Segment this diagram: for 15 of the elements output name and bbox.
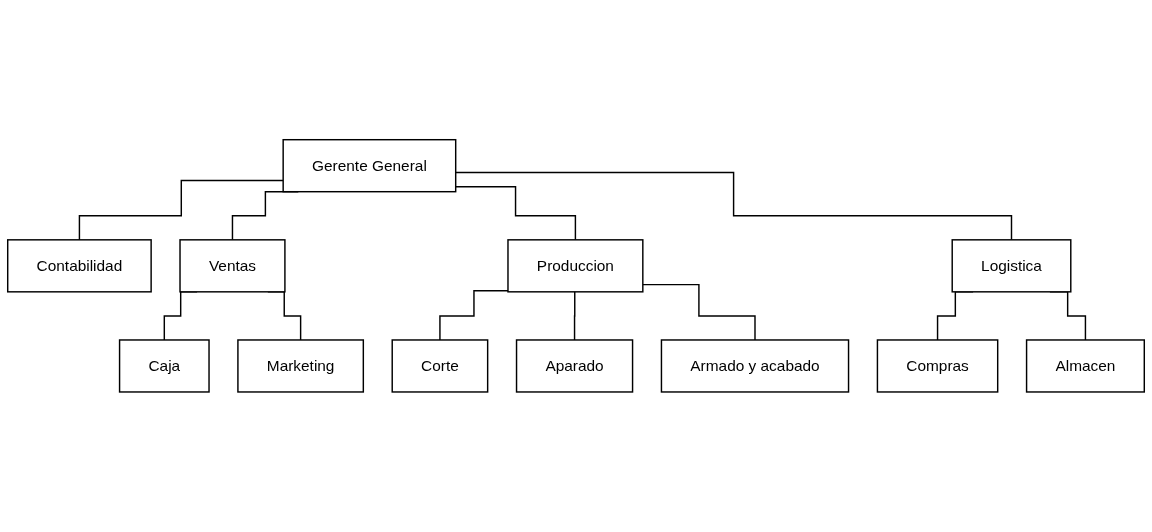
node-box: Caja: [118, 339, 210, 393]
node-box: Compras: [876, 339, 999, 393]
node-box: Ventas: [179, 239, 286, 293]
node-box: Produccion: [507, 239, 644, 293]
node-box: Almacen: [1025, 339, 1145, 393]
node-box: Corte: [391, 339, 489, 393]
connector: [573, 291, 576, 341]
connector: [642, 284, 756, 341]
node-box: Aparado: [515, 339, 634, 393]
node-box: Logistica: [951, 239, 1072, 293]
connector: [78, 180, 284, 241]
node-box: Marketing: [237, 339, 365, 393]
node-box: Gerente General: [282, 139, 457, 193]
node-box: Armado y acabado: [660, 339, 850, 393]
node-box: Contabilidad: [7, 239, 152, 293]
